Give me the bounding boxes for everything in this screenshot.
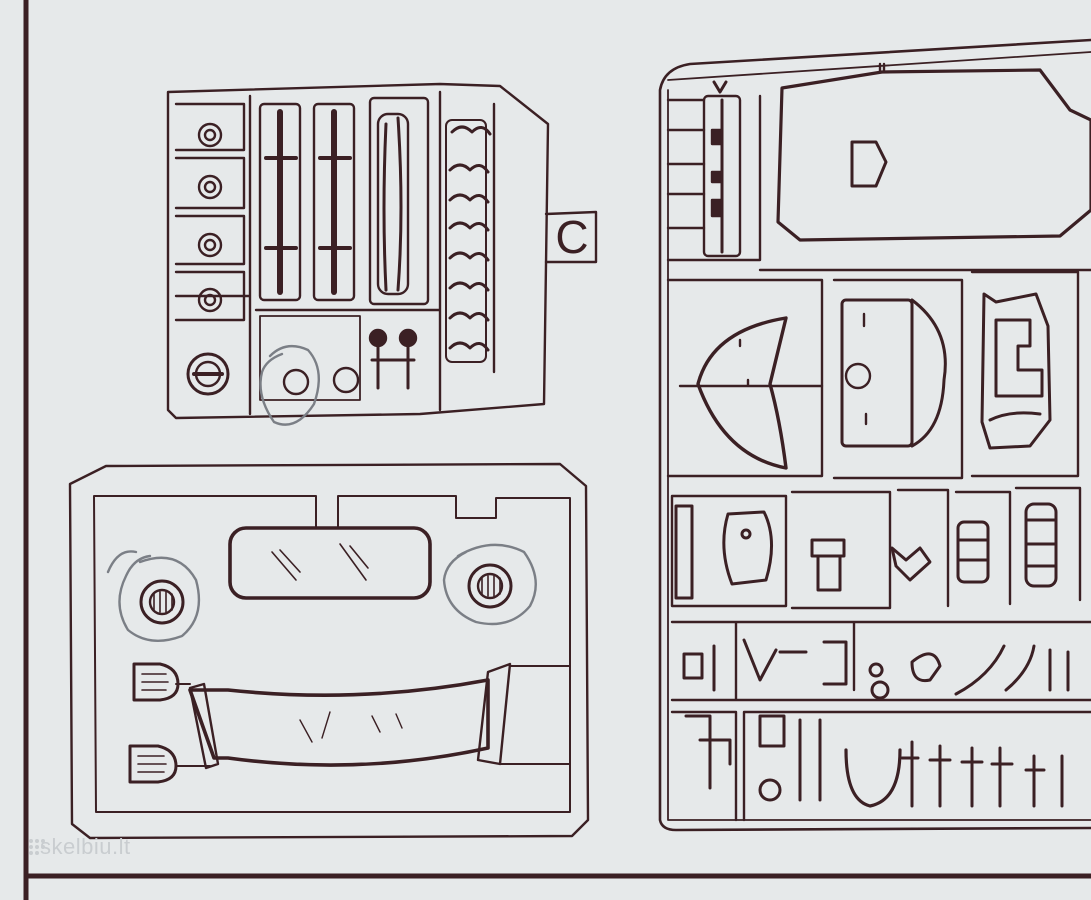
part-body-shell — [776, 68, 1091, 242]
part-column — [702, 80, 742, 258]
sprue-c — [166, 82, 598, 420]
part-c-link-set — [445, 119, 492, 363]
part-c-rod-1 — [258, 102, 302, 302]
part-rear-window — [188, 678, 490, 767]
pencil-circle-c-ring — [259, 344, 320, 426]
part-c-rod-3 — [368, 96, 430, 306]
part-dome — [696, 316, 788, 470]
sprue-main-frame — [658, 38, 1091, 832]
part-windscreen — [228, 526, 432, 600]
sprue-main — [658, 38, 1091, 832]
pencil-circle-headlight-left — [118, 554, 201, 642]
part-c-round-4 — [197, 287, 223, 313]
part-headlight-left — [139, 579, 185, 625]
part-c-rod-2 — [312, 102, 356, 302]
pencil-annotations — [106, 344, 537, 642]
part-small-row-3 — [674, 502, 1058, 600]
part-c-round-1 — [197, 122, 223, 148]
part-c-bulbs — [368, 328, 418, 390]
watermark-logo-icon — [29, 839, 45, 855]
pencil-circle-headlight-right — [442, 543, 537, 626]
part-grille — [840, 298, 947, 448]
part-small-row-5 — [684, 714, 1064, 808]
sprue-c-tab — [544, 210, 598, 264]
sprue-clear — [68, 462, 590, 840]
part-headlight-right — [467, 563, 513, 609]
part-c-round-2 — [197, 174, 223, 200]
part-small-row-4 — [682, 638, 1070, 700]
sprue-c-letter: C — [555, 211, 589, 263]
sprue-c-frame — [166, 82, 550, 420]
part-c-ring-2 — [332, 366, 360, 394]
watermark-text: skelbiu.lt — [40, 834, 131, 859]
part-dashboard — [980, 292, 1052, 450]
part-c-round-3 — [197, 232, 223, 258]
part-c-wheel — [186, 352, 230, 396]
part-shell-vent — [850, 140, 888, 188]
part-c-ring-1 — [282, 368, 310, 396]
sprue-clear-frame — [68, 462, 590, 840]
